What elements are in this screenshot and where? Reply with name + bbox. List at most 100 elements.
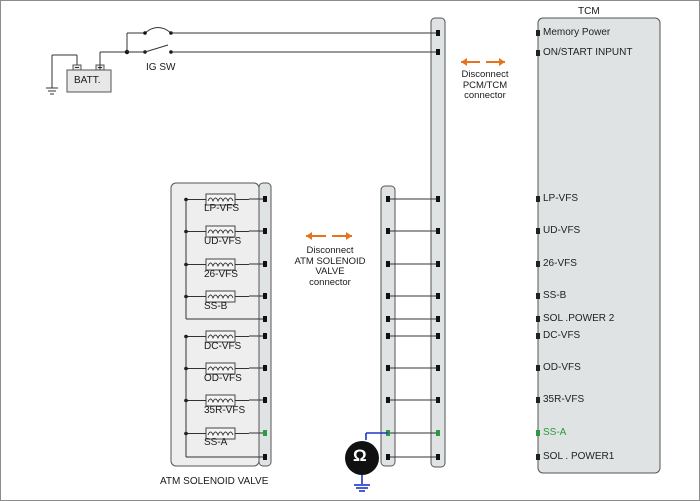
coil-winding bbox=[207, 294, 234, 300]
tcm-pin-label: 26-VFS bbox=[543, 258, 577, 269]
harness-wire-dot bbox=[386, 455, 390, 459]
atm-note-line: connector bbox=[309, 276, 351, 288]
battery-label: BATT. bbox=[74, 75, 101, 86]
solenoid-label: LP-VFS bbox=[204, 203, 240, 214]
tcm-pin-label: Memory Power bbox=[543, 27, 611, 38]
coil-winding bbox=[207, 334, 234, 340]
harness-wire-dot bbox=[386, 229, 390, 233]
tcm-pin bbox=[536, 365, 540, 371]
harness-wire-dot bbox=[436, 317, 440, 321]
pcm-disconnect-arrow bbox=[461, 58, 505, 66]
pcm-note-line: Disconnect bbox=[461, 69, 509, 80]
solenoid-label: SS-B bbox=[204, 301, 228, 312]
solenoid-label: 26-VFS bbox=[204, 269, 238, 280]
harness-wire-dot bbox=[436, 334, 440, 338]
solenoid-label: SS-A bbox=[204, 437, 228, 448]
harness-pin bbox=[436, 49, 440, 55]
harness-wire-dot bbox=[436, 455, 440, 459]
solenoid-connector-pin bbox=[263, 397, 267, 403]
solenoid-connector-pin bbox=[263, 228, 267, 234]
pcm-note-line: PCM/TCM bbox=[462, 79, 508, 91]
harness-wire-dot bbox=[436, 294, 440, 298]
tcm-pin-label: SOL . POWER1 bbox=[543, 451, 615, 462]
ignition-switch-label: IG SW bbox=[146, 62, 176, 73]
harness-wire-dot bbox=[386, 294, 390, 298]
atm-note-line: VALVE bbox=[315, 266, 345, 277]
coil-winding bbox=[207, 398, 234, 404]
pcm-note-line: connector bbox=[464, 90, 506, 101]
tcm-pin bbox=[536, 397, 540, 403]
tcm-pin bbox=[536, 261, 540, 267]
coil-winding bbox=[207, 431, 234, 437]
harness-wire-dot bbox=[436, 431, 440, 435]
arrow-head bbox=[499, 58, 505, 66]
tcm-pin bbox=[536, 454, 540, 460]
pcm-tcm-harness-connector bbox=[430, 17, 446, 468]
harness-wire-dot bbox=[386, 317, 390, 321]
solenoid-connector-pin bbox=[263, 261, 267, 267]
tcm-pin bbox=[536, 50, 540, 56]
harness-wire-dot bbox=[386, 334, 390, 338]
harness-wire-dot bbox=[386, 366, 390, 370]
harness-wire-dot bbox=[386, 197, 390, 201]
solenoid-connector-pin bbox=[263, 196, 267, 202]
solenoid-connector-pin bbox=[263, 293, 267, 299]
coil-winding bbox=[207, 262, 234, 268]
coil-winding bbox=[207, 229, 234, 235]
solenoid-block-body bbox=[170, 182, 260, 467]
arrow-head bbox=[346, 232, 352, 240]
tcm-pin-label: ON/START INPUNT bbox=[543, 47, 633, 58]
tcm-connector-body bbox=[537, 17, 661, 474]
solenoid-connector-pin bbox=[263, 333, 267, 339]
tcm-pin bbox=[536, 196, 540, 202]
fuse-terminal bbox=[143, 31, 147, 35]
solenoid-connector-pin bbox=[263, 430, 267, 436]
coil-winding bbox=[207, 197, 234, 203]
solenoid-block-title: ATM SOLENOID VALVE bbox=[160, 476, 269, 487]
harness-wire-dot bbox=[436, 262, 440, 266]
solenoid-label: UD-VFS bbox=[204, 236, 242, 247]
ignition-switch-blade bbox=[144, 44, 169, 53]
tcm-pin bbox=[536, 333, 540, 339]
arrow-head bbox=[461, 58, 467, 66]
tcm-pin-label: 35R-VFS bbox=[543, 394, 585, 405]
atm-note-line: ATM SOLENOID bbox=[294, 255, 366, 267]
atm-note-line: Disconnect bbox=[306, 245, 354, 256]
harness-wire-dot bbox=[436, 229, 440, 233]
harness-wire-dot bbox=[386, 398, 390, 402]
solenoid-connector-pin bbox=[263, 454, 267, 460]
tcm-pin-label: DC-VFS bbox=[543, 330, 581, 341]
tcm-pin-label: UD-VFS bbox=[543, 225, 581, 236]
solenoid-label: OD-VFS bbox=[204, 373, 242, 384]
tcm-pin bbox=[536, 228, 540, 234]
harness-wire-dot bbox=[436, 197, 440, 201]
solenoid-label: 35R-VFS bbox=[204, 405, 246, 416]
tcm-pin bbox=[536, 293, 540, 299]
solenoid-connector-pin bbox=[263, 365, 267, 371]
tcm-pin-label: OD-VFS bbox=[543, 362, 581, 373]
tcm-pin-label: SOL .POWER 2 bbox=[543, 313, 615, 324]
atm-harness-connector bbox=[380, 185, 396, 467]
solenoid-label: DC-VFS bbox=[204, 341, 242, 352]
tcm-pin-label: SS-B bbox=[543, 290, 567, 301]
fuse-symbol bbox=[144, 27, 172, 34]
arrow-head bbox=[306, 232, 312, 240]
atm-solenoid-connector bbox=[258, 182, 272, 467]
solenoid-connector-pin bbox=[263, 316, 267, 322]
tcm-pin bbox=[536, 316, 540, 322]
tcm-pin bbox=[536, 30, 540, 36]
ohm-symbol: Ω bbox=[353, 446, 367, 465]
tcm-pin-label: SS-A bbox=[543, 427, 567, 438]
harness-pin bbox=[436, 30, 440, 36]
atm-disconnect-arrow bbox=[306, 232, 352, 240]
tcm-pin bbox=[536, 430, 540, 436]
coil-winding bbox=[207, 366, 234, 372]
pcm-disconnect-note: Disconnect PCM/TCM connector bbox=[445, 69, 525, 102]
harness-wire-dot bbox=[386, 262, 390, 266]
atm-disconnect-note: Disconnect ATM SOLENOID VALVE connector bbox=[285, 245, 375, 288]
harness-wire-dot bbox=[436, 366, 440, 370]
battery-symbol bbox=[66, 69, 112, 93]
tcm-title: TCM bbox=[578, 6, 600, 17]
